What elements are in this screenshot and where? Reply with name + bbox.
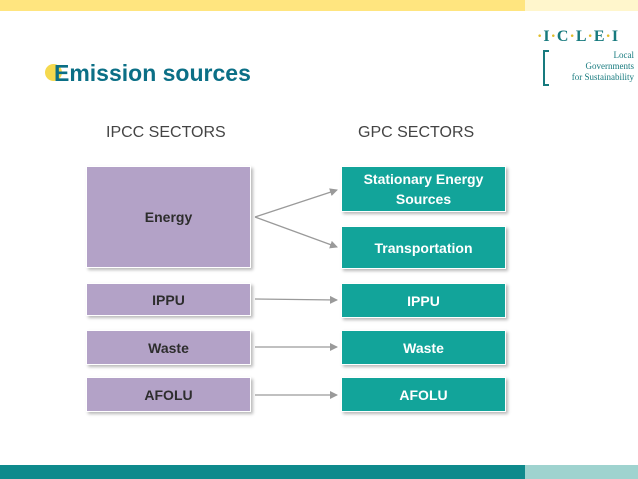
ipcc-box-waste: Waste bbox=[86, 330, 251, 365]
top-decor-bar bbox=[0, 0, 638, 11]
gpc-box-afolu: AFOLU bbox=[341, 377, 506, 412]
gpc-box-waste: Waste bbox=[341, 330, 506, 365]
ipcc-box-ippu: IPPU bbox=[86, 283, 251, 316]
logo-bracket bbox=[543, 50, 549, 86]
logo-text-local: Local bbox=[613, 50, 635, 60]
bottom-bar-light-teal bbox=[525, 465, 638, 479]
bottom-bar-teal bbox=[0, 465, 525, 479]
logo-letter: C bbox=[556, 28, 570, 45]
bottom-decor-bar bbox=[0, 465, 638, 479]
logo-text-governments: Governments bbox=[585, 61, 635, 71]
logo-letter: L bbox=[575, 28, 588, 45]
top-bar-pale bbox=[525, 0, 638, 11]
gpc-box-stationary-energy: Stationary Energy Sources bbox=[341, 166, 506, 212]
gpc-box-transportation: Transportation bbox=[341, 226, 506, 269]
connector-arrow bbox=[254, 188, 338, 218]
gpc-box-ippu: IPPU bbox=[341, 283, 506, 318]
logo-mark: ·I·C·L·E·I bbox=[537, 28, 620, 45]
logo-letter: I bbox=[611, 28, 620, 45]
iclei-logo: ·I·C·L·E·I Local Governments for Sustain… bbox=[532, 28, 636, 88]
logo-letter: E bbox=[593, 28, 606, 45]
gpc-sectors-header: GPC SECTORS bbox=[358, 124, 475, 141]
slide-title: Emission sources bbox=[54, 60, 251, 86]
connector-arrow bbox=[254, 216, 338, 249]
top-bar-yellow bbox=[0, 0, 525, 11]
logo-letter: I bbox=[543, 28, 551, 45]
connector-arrow bbox=[254, 295, 338, 304]
title-bullet-icon bbox=[45, 64, 62, 81]
ipcc-box-afolu: AFOLU bbox=[86, 377, 251, 412]
logo-text-sustainability: for Sustainability bbox=[571, 72, 634, 82]
ipcc-sectors-header: IPCC SECTORS bbox=[106, 124, 226, 141]
ipcc-box-energy: Energy bbox=[86, 166, 251, 268]
